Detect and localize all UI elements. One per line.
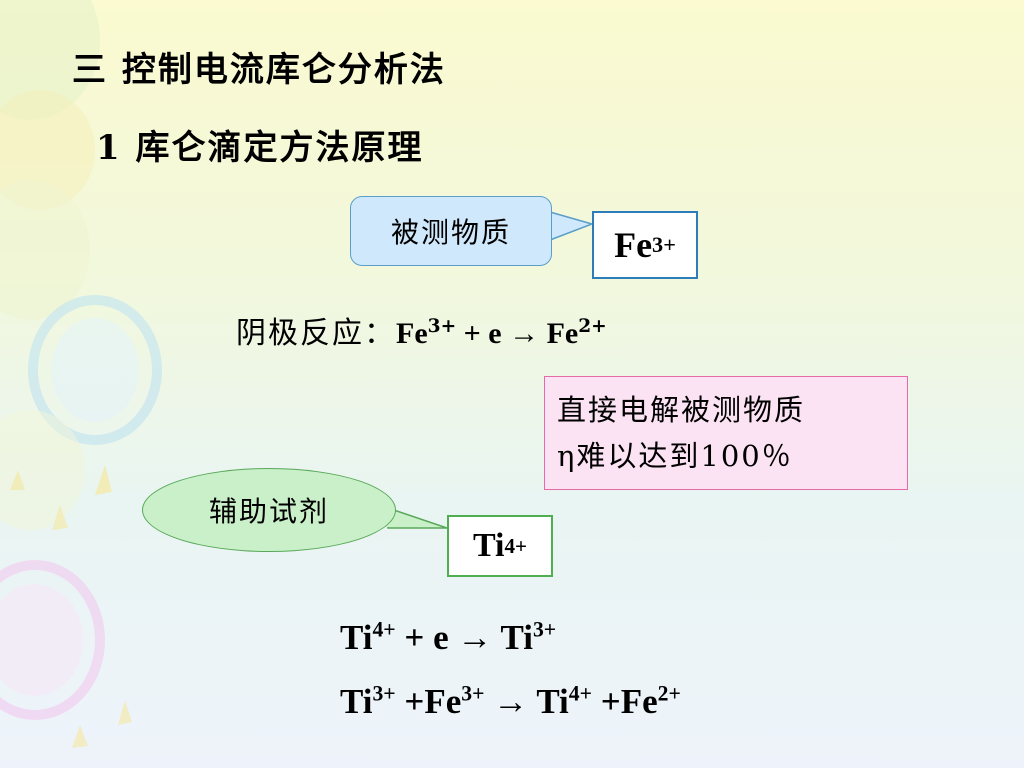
cathode-reaction-label: 阴极反应： <box>236 316 396 351</box>
eq2-term-a: Ti <box>340 682 373 721</box>
eq1-product-charge: 3+ <box>532 617 557 642</box>
note-line-2: η难以达到100％ <box>557 439 793 473</box>
eq2-op1: + <box>395 682 425 721</box>
equation-2: Ti3+ +Fe3+ → Ti4+ +Fe2+ <box>340 682 681 722</box>
eq2-term-d-charge: 2+ <box>657 681 681 706</box>
reagent-callout: 辅助试剂 <box>142 468 396 552</box>
eq1-product: Ti <box>500 618 533 657</box>
equation-1: Ti4+ + e → Ti3+ <box>340 618 556 658</box>
cathode-reactant-charge: 3+ <box>427 316 457 337</box>
cathode-reactant: Fe <box>396 317 428 350</box>
analyte-callout-label: 被测物质 <box>390 216 511 249</box>
eq2-term-b-charge: 3+ <box>461 681 485 706</box>
subsection-title: 1 库仑滴定方法原理 <box>96 128 424 168</box>
cathode-reaction: 阴极反应：Fe3+ + e → Fe2+ <box>236 308 607 352</box>
eq2-term-c: Ti <box>536 682 569 721</box>
eq2-term-b: Fe <box>424 682 462 721</box>
note-line-1: 直接电解被测物质 <box>557 393 806 427</box>
analyte-callout: 被测物质 <box>350 196 552 266</box>
analyte-species: Fe <box>614 225 653 265</box>
eq2-term-a-charge: 3+ <box>372 681 396 706</box>
cathode-product-charge: 2+ <box>578 316 607 337</box>
cathode-middle: + e → <box>456 317 547 350</box>
eq2-op2: → <box>484 682 537 721</box>
note-box: 直接电解被测物质 η难以达到100％ <box>544 376 908 490</box>
reagent-callout-label: 辅助试剂 <box>208 495 329 528</box>
eq1-reactant-charge: 4+ <box>372 617 396 642</box>
section-title: 三 控制电流库仑分析法 <box>72 50 446 90</box>
eq1-operator: + e → <box>395 618 501 657</box>
eq2-op3: + <box>591 682 621 721</box>
reagent-species: Ti <box>472 527 505 564</box>
eq1-reactant: Ti <box>340 618 373 657</box>
balloon-decoration <box>0 0 162 748</box>
cathode-product: Fe <box>546 317 579 350</box>
eq2-term-c-charge: 4+ <box>568 681 592 706</box>
eq2-term-d: Fe <box>620 682 658 721</box>
